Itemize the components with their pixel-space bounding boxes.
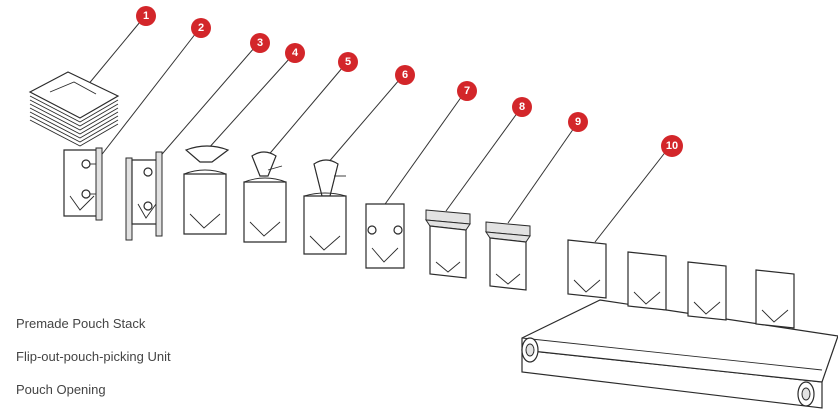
discharge-conveyor (522, 240, 838, 408)
pouch-opening-unit (126, 152, 162, 240)
leader-line-4 (207, 58, 290, 150)
leader-line-1 (82, 22, 140, 92)
callout-number: 6 (402, 69, 408, 81)
callout-number: 5 (345, 56, 351, 68)
callout-2: 2 (191, 18, 211, 38)
callout-6: 6 (395, 65, 415, 85)
callout-number: 8 (519, 101, 525, 113)
callout-7: 7 (457, 81, 477, 101)
callout-10: 10 (661, 135, 683, 157)
callout-9: 9 (568, 112, 588, 132)
legend-item-pouch-opening: Pouch Opening (16, 382, 171, 415)
pouch-filling-funnel (244, 152, 286, 242)
leader-line-6 (327, 79, 400, 164)
heat-sealing (426, 210, 470, 278)
legend: Premade Pouch Stack Flip-out-pouch-picki… (16, 316, 171, 415)
callout-number: 3 (257, 37, 263, 49)
picking-unit-pouch (64, 148, 102, 220)
callout-badges: 1 2 3 4 5 6 7 8 (136, 6, 683, 157)
callout-8: 8 (512, 97, 532, 117)
callout-4: 4 (285, 43, 305, 63)
leader-line-7 (383, 96, 462, 207)
leader-line-9 (508, 128, 574, 223)
legend-item-picking-unit: Flip-out-pouch-picking Unit (16, 349, 171, 382)
pouch-stack (30, 72, 118, 146)
pouch-deflation (366, 204, 404, 268)
pouch-open-with-cap (184, 146, 228, 234)
callout-number: 9 (575, 116, 581, 128)
callout-number: 7 (464, 85, 470, 97)
leader-line-5 (266, 67, 343, 158)
callout-number: 4 (292, 47, 299, 59)
leader-line-10 (595, 150, 667, 242)
pouch-filling-funnel-2 (304, 160, 346, 254)
callout-3: 3 (250, 33, 270, 53)
leader-line-8 (446, 112, 518, 211)
legend-item-pouch-stack: Premade Pouch Stack (16, 316, 171, 349)
callout-number: 1 (143, 10, 149, 22)
cold-sealing (486, 222, 530, 290)
callout-number: 2 (198, 22, 204, 34)
callout-5: 5 (338, 52, 358, 72)
callout-1: 1 (136, 6, 156, 26)
callout-number: 10 (666, 140, 678, 152)
